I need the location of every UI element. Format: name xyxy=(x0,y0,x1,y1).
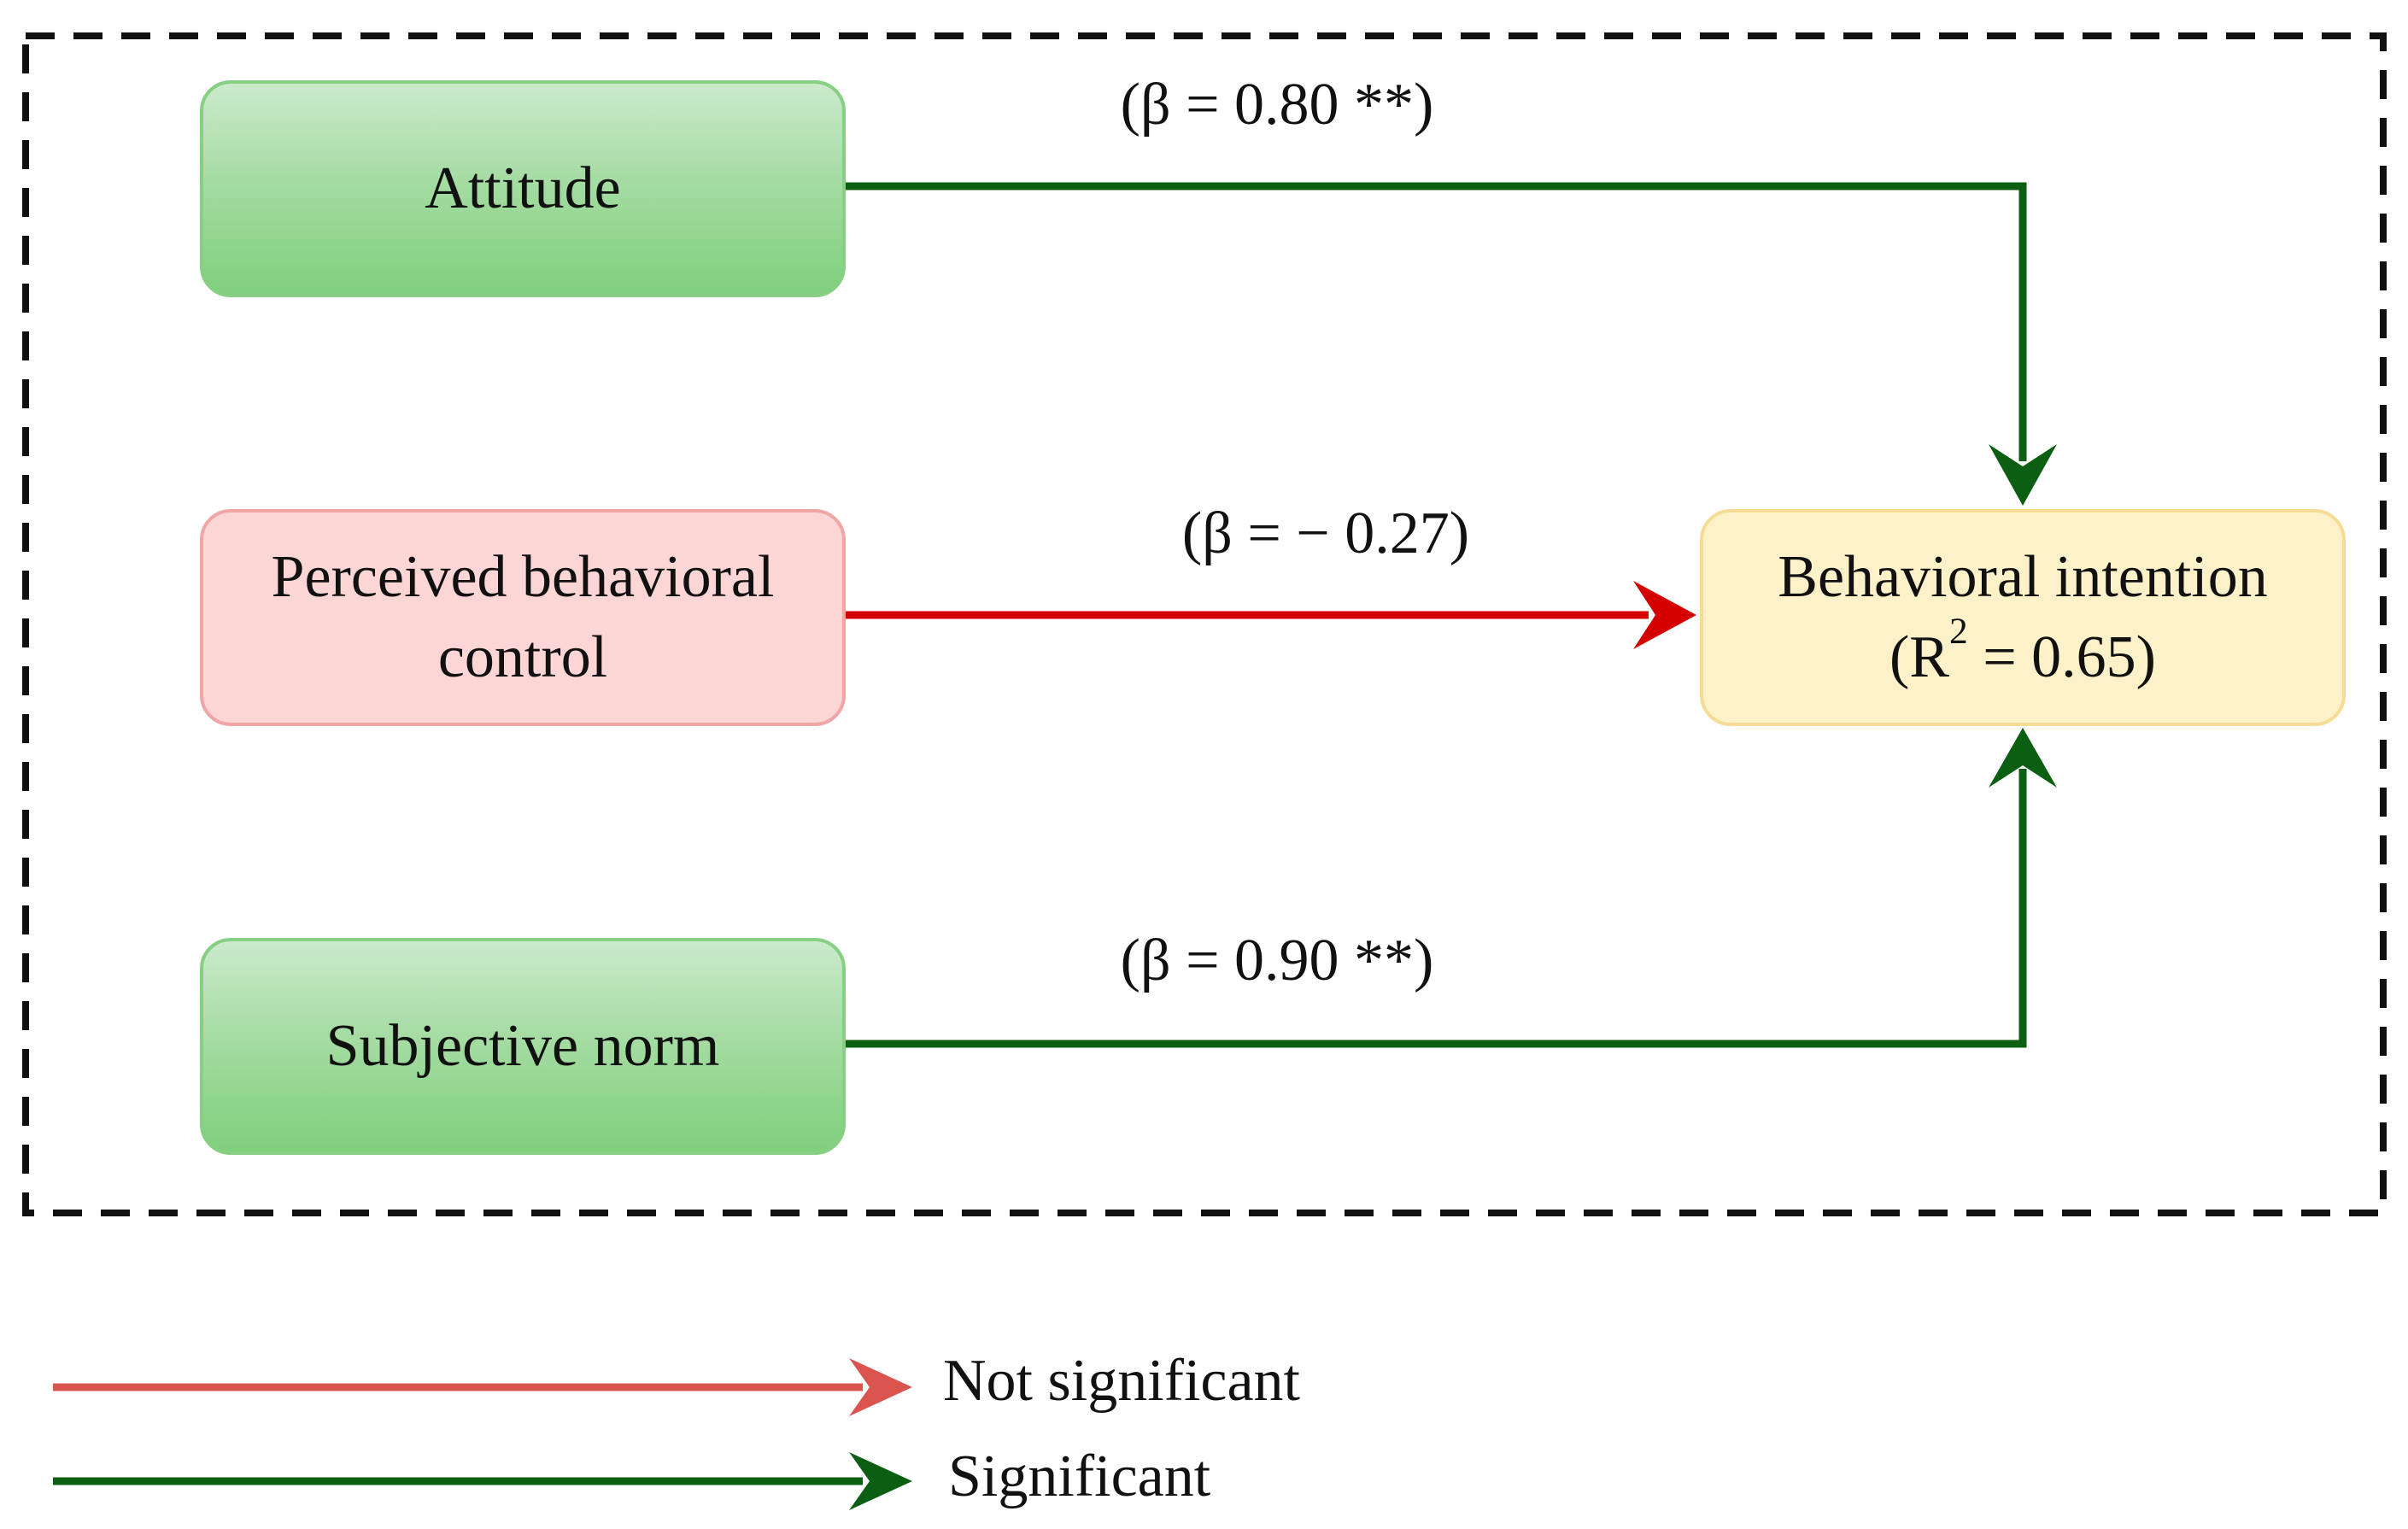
arrowhead-attitude-icon xyxy=(1989,444,2057,506)
node-attitude-label: Attitude xyxy=(425,155,621,221)
path-attitude-to-intention xyxy=(846,182,2027,461)
node-sn-label: Subjective norm xyxy=(325,1012,720,1079)
beta-pbc: (β = − 0.27) xyxy=(1181,501,1470,566)
node-behavioral-intention: Behavioral intention (R2 = 0.65) xyxy=(1700,509,2346,726)
legend-not-significant-arrow-icon xyxy=(849,1358,912,1416)
arrowhead-pbc-icon xyxy=(1633,581,1696,649)
path-sn-to-intention xyxy=(846,769,2027,1048)
node-pbc-label-line2: control xyxy=(437,624,608,690)
legend-not-significant-label: Not significant xyxy=(943,1348,1300,1414)
node-bi-r-squared: (R2 = 0.65) xyxy=(1889,612,2156,699)
r-squared-exponent: 2 xyxy=(1949,610,1968,652)
node-attitude: Attitude xyxy=(200,80,846,297)
beta-subjective-norm: (β = 0.90 **) xyxy=(1120,928,1434,993)
model-boundary xyxy=(22,32,2387,1216)
node-subjective-norm: Subjective norm xyxy=(200,938,846,1155)
legend-significant-label: Significant xyxy=(948,1444,1211,1509)
r-squared-open: (R xyxy=(1889,624,1949,690)
beta-attitude: (β = 0.80 **) xyxy=(1120,72,1434,138)
arrowhead-sn-icon xyxy=(1989,728,2057,788)
node-pbc-label-line1: Perceived behavioral xyxy=(271,543,775,610)
node-perceived-behavioral-control: Perceived behavioral control xyxy=(200,509,846,726)
r-squared-value: = 0.65) xyxy=(1967,624,2156,690)
node-bi-label-line1: Behavioral intention xyxy=(1778,543,2268,610)
legend-significant-arrow-icon xyxy=(849,1452,912,1510)
